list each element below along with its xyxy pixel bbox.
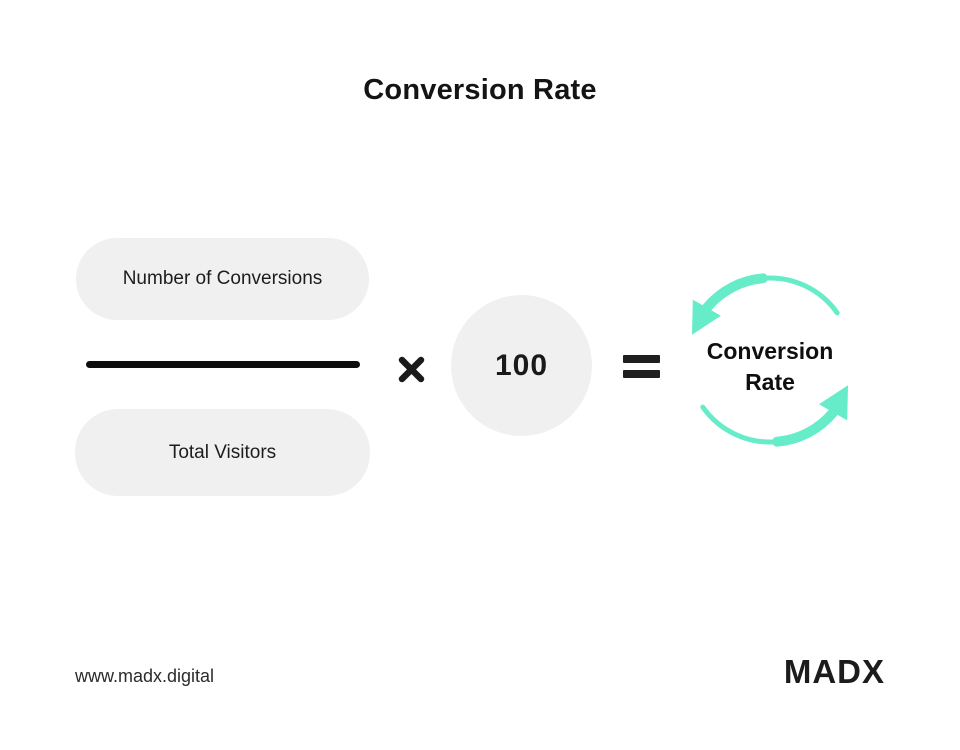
fraction-divider-line [86,361,360,368]
numerator-label: Number of Conversions [122,268,323,289]
denominator-pill: Total Visitors [75,409,370,496]
footer-website-text: www.madx.digital [75,666,215,686]
multiply-icon [398,356,425,383]
multiplier-circle: 100 [451,295,592,436]
cycle-bottom-arc-tail [700,404,780,445]
page-title: Conversion Rate [363,74,597,106]
cycle-top-arrowhead [692,299,721,335]
equals-top-bar [623,355,660,363]
result-label-line1: Conversion [706,338,834,364]
result-label-line2: Rate [745,369,795,395]
cycle-top-arc-head-segment [702,273,768,313]
brand-logo: MADX [783,653,885,690]
cycle-bottom-arrowhead [819,385,848,421]
cycle-top-arc-tail [760,275,840,316]
equals-icon [623,355,660,378]
denominator-label: Total Visitors [168,441,277,463]
numerator-pill: Number of Conversions [76,238,369,320]
cycle-arrows-icon [692,273,848,447]
equals-bottom-bar [623,370,660,378]
cycle-bottom-arc-head-segment [772,407,838,447]
multiplier-value: 100 [494,348,549,382]
result-label: Conversion Rate [668,336,872,398]
